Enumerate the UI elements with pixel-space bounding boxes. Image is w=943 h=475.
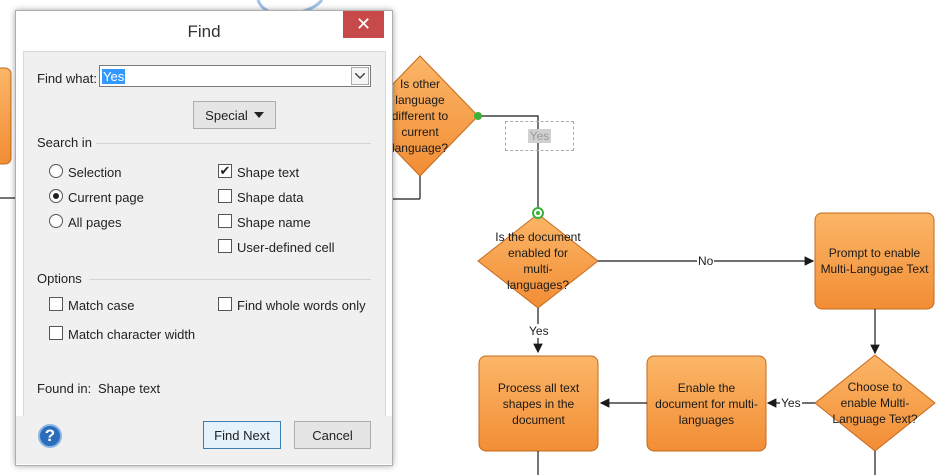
match-case-label[interactable]: Match case [68, 298, 135, 313]
match-case-checkbox[interactable] [49, 297, 63, 311]
found-in-value: Shape text [98, 381, 161, 396]
special-button[interactable]: Special [193, 101, 276, 129]
shape-data-checkbox[interactable] [218, 189, 232, 203]
connector-begin-handle[interactable] [474, 112, 482, 120]
find-whole-words-label[interactable]: Find whole words only [237, 298, 366, 313]
dialog-titlebar[interactable]: Find ✕ [16, 11, 392, 51]
help-icon: ? [44, 426, 56, 445]
partial-left-shape[interactable] [0, 67, 12, 165]
connector-end-handle-dot [536, 211, 540, 215]
scope-current-page-radio[interactable] [49, 189, 63, 203]
find-what-dropdown-button[interactable] [351, 67, 369, 85]
close-icon: ✕ [355, 14, 372, 34]
options-label: Options [37, 271, 82, 286]
user-defined-cell-label[interactable]: User-defined cell [237, 240, 335, 255]
scope-selection-radio[interactable] [49, 164, 63, 178]
process-enable-document[interactable] [646, 355, 767, 452]
connector-yes-selected[interactable] [478, 115, 539, 212]
find-dialog: Find ✕ Find what: Yes Special Search in … [15, 10, 393, 466]
dropdown-triangle-icon [253, 112, 264, 118]
shape-text-checkbox[interactable]: ✔ [218, 163, 232, 178]
match-character-width-checkbox[interactable] [49, 326, 63, 340]
shape-name-checkbox[interactable] [218, 214, 232, 228]
help-button[interactable]: ? [38, 424, 62, 448]
cancel-button[interactable]: Cancel [294, 421, 371, 449]
scope-selection-label[interactable]: Selection [68, 165, 122, 180]
shape-data-label[interactable]: Shape data [237, 190, 304, 205]
find-what-label: Find what: [37, 71, 97, 86]
connector-label-yes-left: Yes [780, 396, 802, 410]
close-button[interactable]: ✕ [343, 11, 384, 38]
scope-current-page-label[interactable]: Current page [68, 190, 144, 205]
find-what-combobox[interactable]: Yes [99, 65, 371, 87]
match-character-width-label[interactable]: Match character width [68, 327, 196, 342]
process-prompt-enable[interactable] [814, 212, 935, 310]
scope-all-pages-label[interactable]: All pages [68, 215, 122, 230]
find-next-button[interactable]: Find Next [203, 421, 281, 449]
find-whole-words-checkbox[interactable] [218, 297, 232, 311]
chevron-down-icon [355, 73, 365, 79]
options-divider [89, 279, 371, 280]
search-in-label: Search in [37, 135, 92, 150]
dialog-title: Find [187, 22, 221, 41]
selected-connector-label[interactable]: Yes [505, 121, 574, 151]
find-what-input[interactable]: Yes [102, 69, 126, 84]
search-in-divider [96, 143, 371, 144]
user-defined-cell-checkbox[interactable] [218, 239, 232, 253]
shape-text-label[interactable]: Shape text [237, 165, 300, 180]
scope-all-pages-radio[interactable] [49, 214, 63, 228]
found-in-label: Found in: [37, 381, 92, 396]
decision-document-enabled[interactable] [477, 213, 599, 309]
decision-choose-enable[interactable] [814, 354, 936, 452]
process-all-text-shapes[interactable] [478, 355, 599, 452]
connector-label-no: No [697, 254, 715, 268]
shape-name-label[interactable]: Shape name [237, 215, 311, 230]
connector-label-yes-down: Yes [528, 324, 550, 338]
